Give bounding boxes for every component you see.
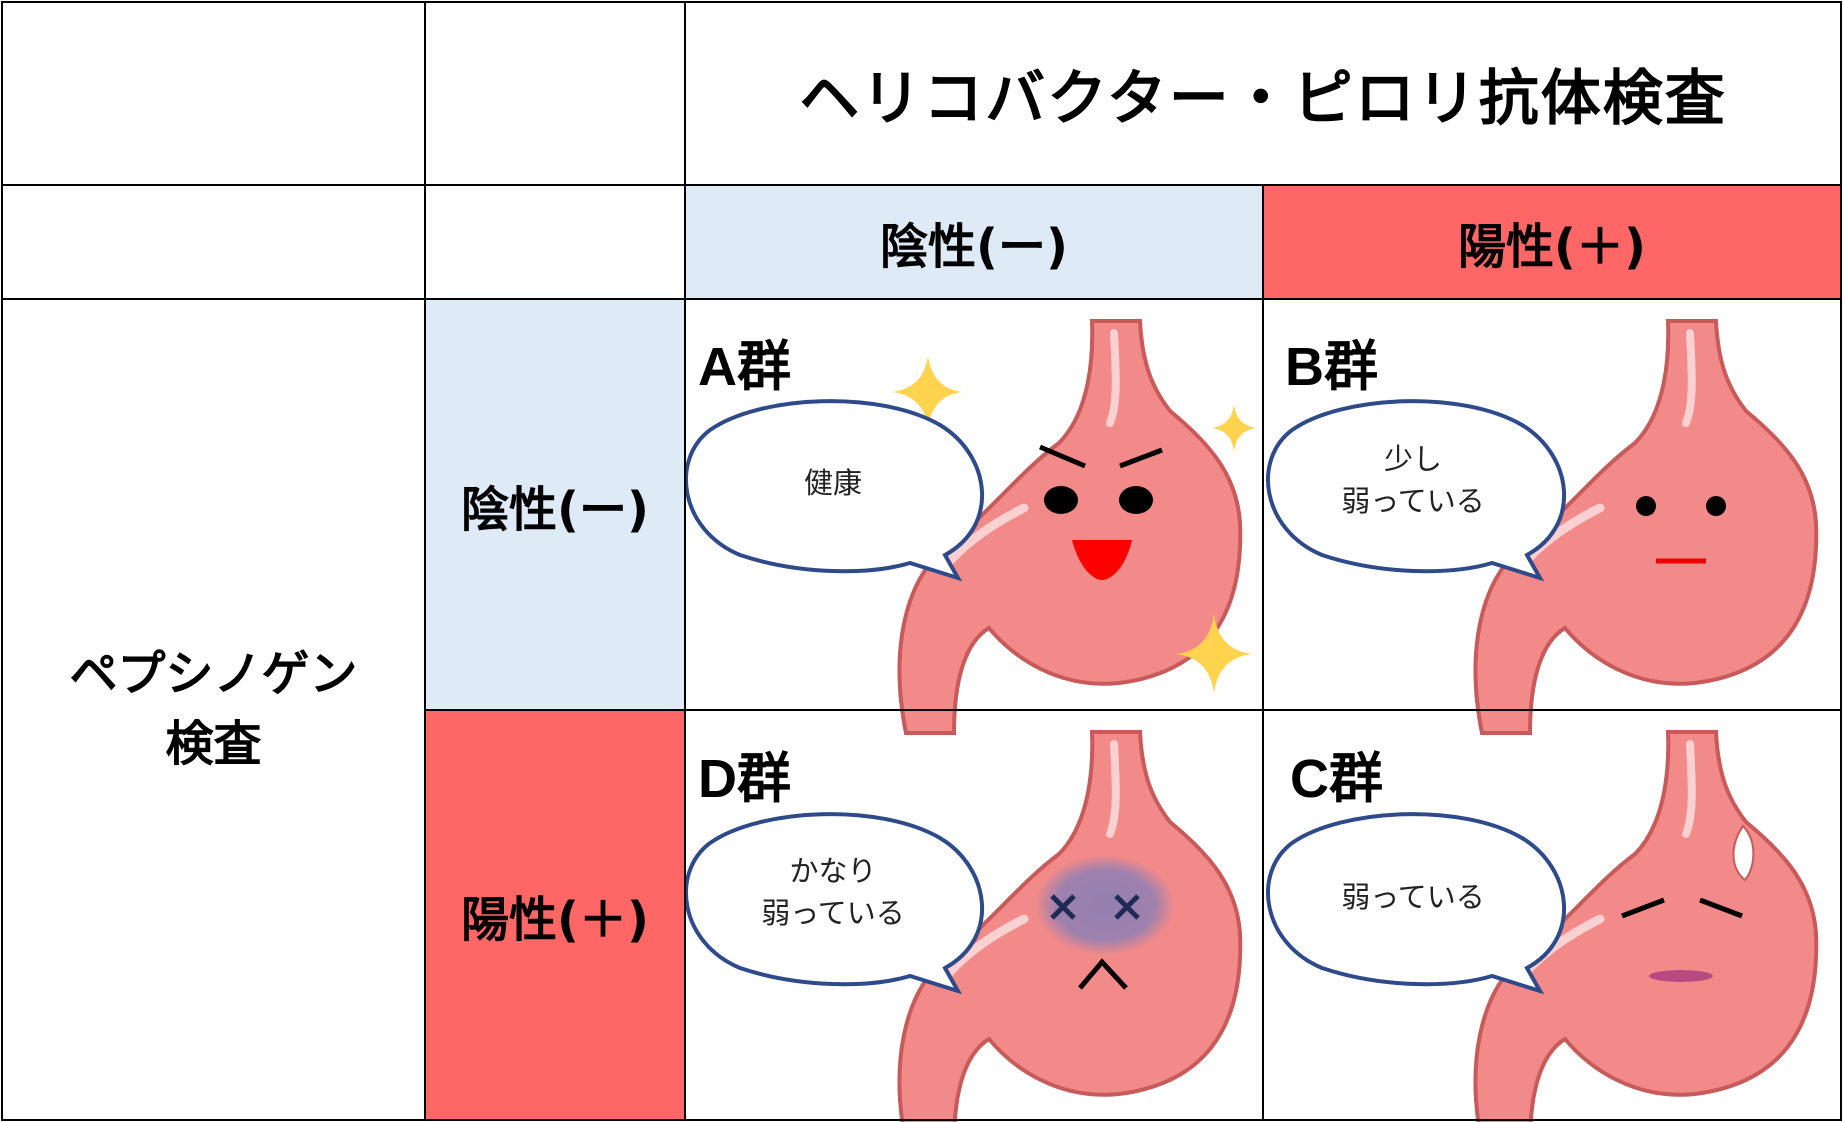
- eyebrow-right: [1119, 447, 1163, 469]
- page-title: ヘリコバクター・ピロリ抗体検査: [799, 64, 1727, 134]
- mouth-wavy: [1649, 970, 1713, 982]
- group-a-label: A群: [698, 337, 791, 397]
- group-c-illustration: [1266, 732, 1816, 1122]
- speech-d: かなり 弱っている: [761, 854, 905, 931]
- row-title-line2: 検査: [165, 715, 262, 772]
- group-b-illustration: [1266, 321, 1816, 733]
- sparkle-icon: [1212, 404, 1256, 452]
- group-c-label: C群: [1290, 749, 1383, 809]
- speech-bubble: [684, 812, 984, 995]
- row-positive-cell: [425, 710, 685, 1120]
- eyebrow-left: [1039, 444, 1086, 469]
- sparkle-icon: [1176, 613, 1252, 694]
- eye-x-left: [1050, 894, 1076, 920]
- eye-right: [1119, 486, 1153, 514]
- group-b-label: B群: [1285, 337, 1378, 397]
- col-header-positive: 陽性(＋): [1458, 219, 1646, 275]
- group-a-illustration: [684, 321, 1256, 733]
- eye-left: [1044, 486, 1078, 514]
- group-d-label: D群: [698, 749, 791, 809]
- row-title-line1: ペプシノゲン: [69, 645, 358, 702]
- eye-right: [1706, 496, 1726, 516]
- mouth-frown: [1078, 958, 1128, 990]
- sweat-drop-icon: [1732, 824, 1755, 882]
- header-positive-cell: [1263, 185, 1841, 299]
- speech-bubble: [1266, 399, 1566, 582]
- speech-bubble: [684, 399, 984, 582]
- bruise: [1035, 855, 1175, 955]
- group-d-illustration: [684, 732, 1240, 1122]
- row-title: ペプシノゲン 検査: [2, 299, 425, 1120]
- eye-left: [1636, 496, 1656, 516]
- mouth-open: [1072, 540, 1132, 580]
- speech-c: 弱っている: [1341, 880, 1485, 914]
- speech-bubble: [1266, 812, 1566, 995]
- speech-a: 健康: [803, 466, 862, 500]
- speech-b: 少し 弱っている: [1341, 442, 1485, 519]
- eye-x-right: [1114, 894, 1140, 920]
- sparkle-icon: [892, 355, 962, 428]
- eye-sad-right: [1699, 897, 1743, 919]
- row-header-negative: 陰性(ー): [461, 481, 649, 538]
- eye-sad-left: [1621, 897, 1665, 919]
- row-negative-cell: [425, 299, 685, 710]
- col-header-negative: 陰性(ー): [880, 219, 1068, 275]
- header-negative-cell: [685, 185, 1263, 299]
- row-header-positive: 陽性(＋): [461, 892, 649, 948]
